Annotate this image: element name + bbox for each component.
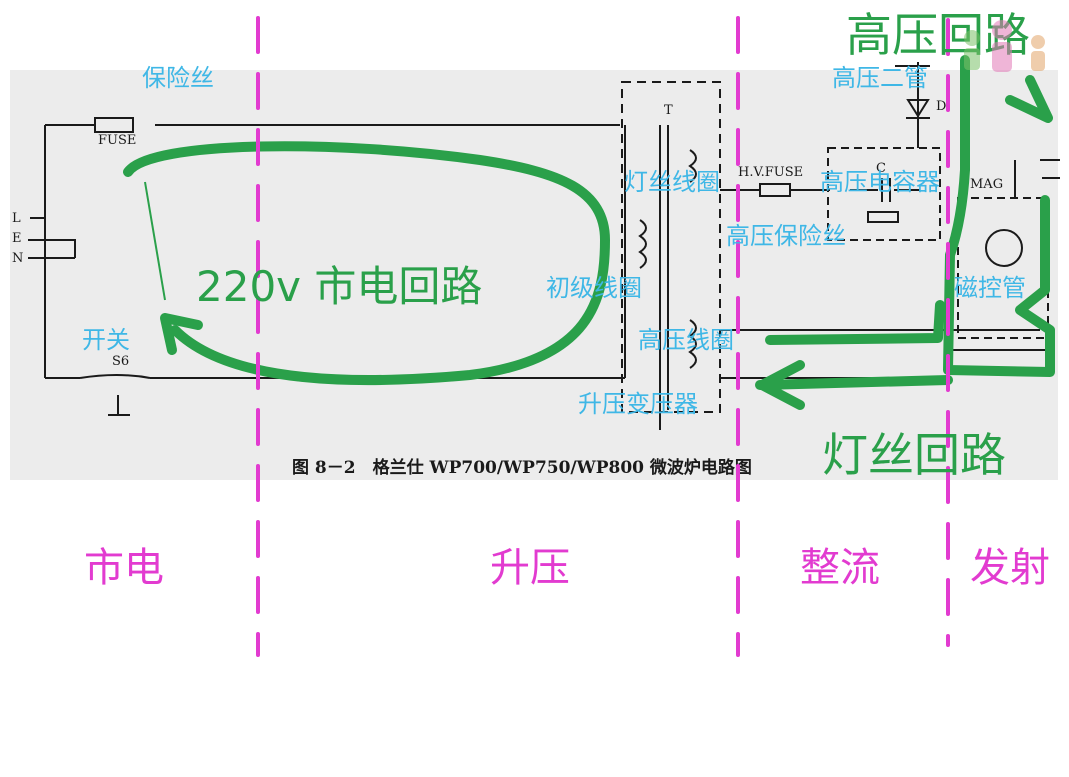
bleeder-resistor bbox=[867, 211, 899, 223]
filament-loop-arrow bbox=[757, 360, 805, 410]
transformer-enclosure bbox=[621, 81, 721, 413]
section-emit: 发射 bbox=[970, 545, 1050, 591]
label-hv-fuse: 高压保险丝 bbox=[726, 222, 846, 250]
section-rectify: 整流 bbox=[800, 545, 880, 591]
section-mains: 市电 bbox=[84, 545, 164, 591]
watermark-logo bbox=[964, 20, 1045, 72]
hv-fuse-symbol bbox=[759, 183, 791, 197]
filament-loop-path bbox=[755, 300, 953, 390]
transformer-ref: T bbox=[664, 103, 673, 118]
label-hv-coil: 高压线圈 bbox=[638, 326, 734, 354]
terminal-l: L bbox=[12, 211, 21, 226]
magnetron-ref: MAG bbox=[970, 177, 1004, 192]
switch-ref: S6 bbox=[112, 354, 130, 369]
fuse-symbol bbox=[94, 117, 134, 133]
label-transformer: 升压变压器 bbox=[578, 390, 698, 418]
terminal-e: E bbox=[12, 231, 22, 246]
capacitor-symbol bbox=[850, 178, 920, 202]
label-hv-capacitor: 高压电容器 bbox=[820, 168, 940, 196]
mains-loop-pointer bbox=[144, 181, 166, 301]
label-filament-coil: 灯丝线圈 bbox=[624, 168, 720, 196]
scanned-schematic-background bbox=[10, 70, 1058, 480]
label-switch: 开关 bbox=[82, 326, 130, 354]
diode-symbol bbox=[906, 99, 930, 119]
magnetron-symbol bbox=[985, 229, 1023, 267]
filament-coil bbox=[688, 149, 697, 183]
mains-loop-path bbox=[123, 141, 610, 386]
magnetron-leads bbox=[1014, 159, 1060, 198]
hv-loop-path bbox=[943, 55, 1055, 377]
diode-ref: D bbox=[936, 99, 947, 114]
section-boost: 升压 bbox=[490, 545, 570, 591]
label-hv-diode: 高压二管 bbox=[832, 64, 928, 92]
diagram-caption: 图 8－2 格兰仕 WP700/WP750/WP800 微波炉电路图 bbox=[292, 458, 752, 478]
capacitor-enclosure bbox=[827, 147, 941, 241]
hv-fuse-ref: H.V.FUSE bbox=[738, 165, 804, 180]
switch-symbol bbox=[79, 374, 151, 379]
loop-title-filament: 灯丝回路 bbox=[822, 428, 1006, 482]
hv-coil bbox=[688, 319, 697, 369]
label-primary-coil: 初级线圈 bbox=[546, 274, 642, 302]
capacitor-ref: C bbox=[876, 161, 886, 176]
mains-loop-arrow bbox=[160, 313, 203, 355]
switch-actuator bbox=[108, 395, 130, 416]
terminal-n: N bbox=[12, 251, 24, 266]
label-fuse: 保险丝 bbox=[142, 64, 214, 92]
terminal-block bbox=[28, 217, 76, 259]
fuse-ref: FUSE bbox=[98, 133, 137, 148]
primary-coil bbox=[638, 219, 647, 269]
hv-loop-arrow bbox=[1005, 75, 1053, 123]
label-magnetron: 磁控管 bbox=[954, 274, 1026, 302]
loop-title-mains: 220v 市电回路 bbox=[196, 262, 483, 311]
